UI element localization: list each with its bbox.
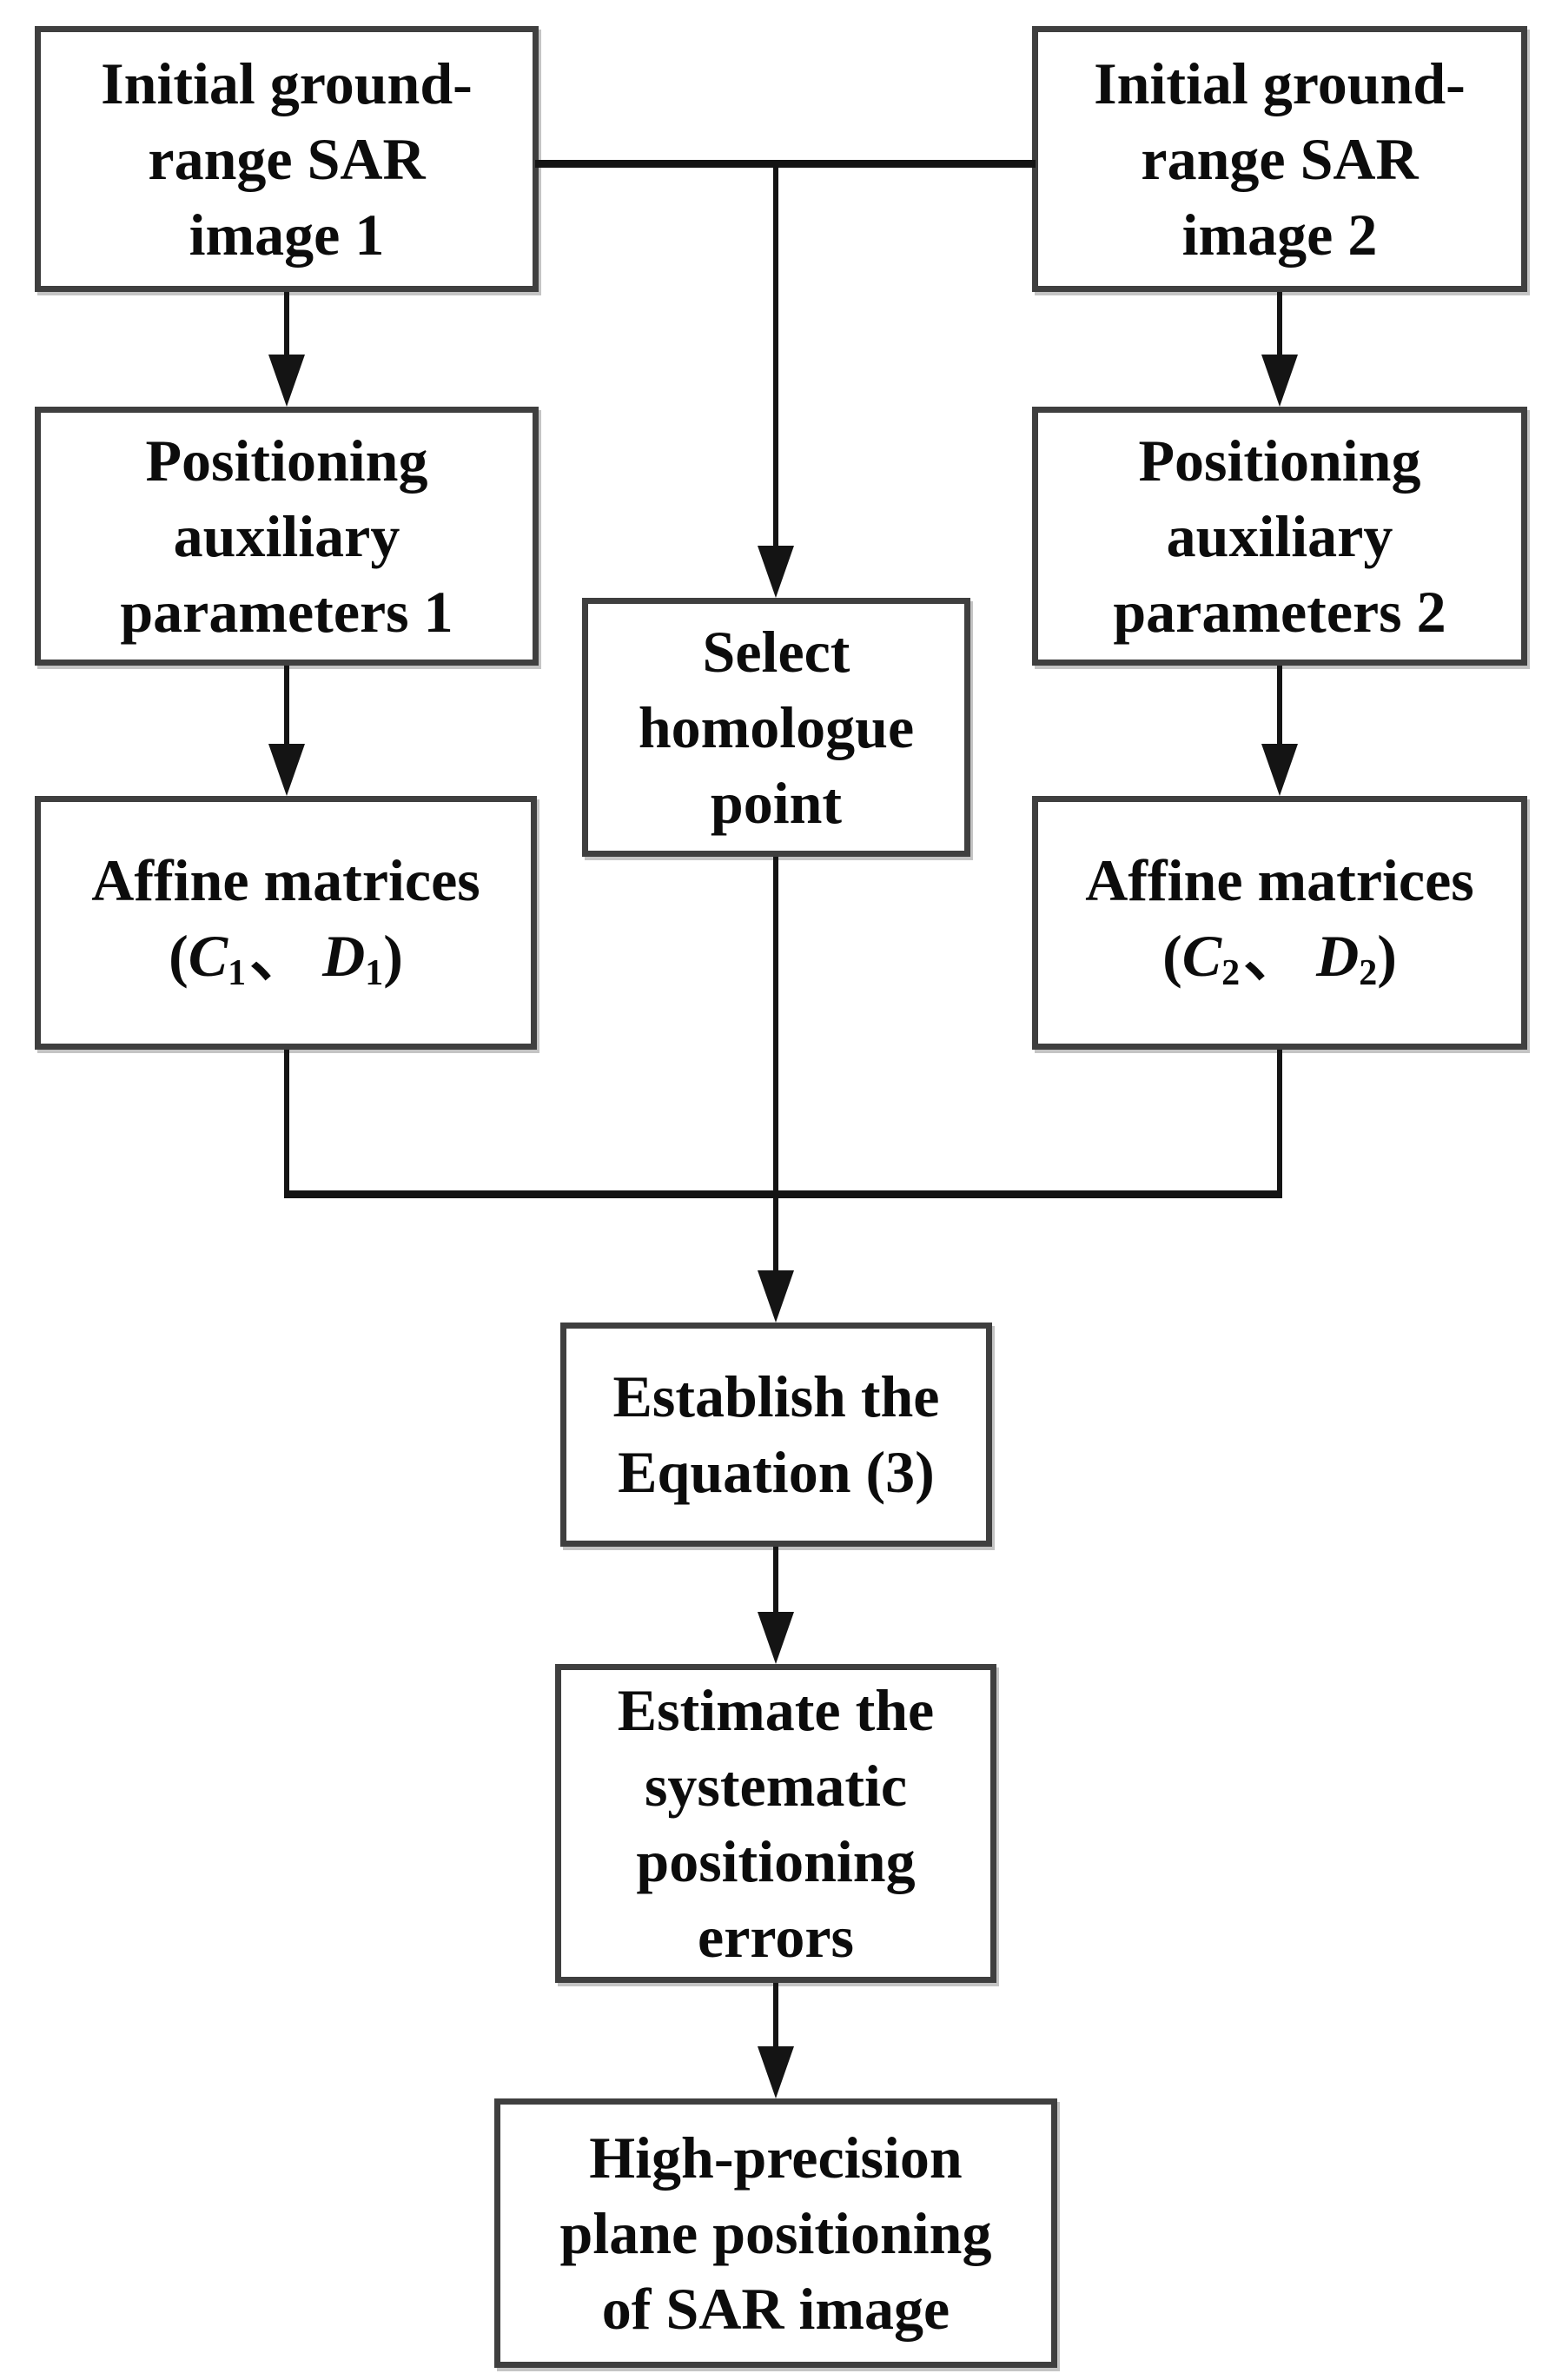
text-line: systematic [644, 1752, 908, 1819]
arrowhead-into-affine2 [1261, 744, 1298, 796]
subscript: 1 [228, 953, 247, 993]
text-line: image 1 [189, 201, 385, 268]
arrowhead-into-estimate [758, 1612, 794, 1664]
text-line: auxiliary [1166, 502, 1393, 569]
text-line: image 2 [1181, 201, 1378, 268]
box-affine-matrices-1: Affine matrices (C1、D1) [35, 796, 537, 1050]
connector-select-down [773, 857, 778, 1274]
text-line: Estimate the [617, 1676, 935, 1743]
matrix-var-d: D [1316, 923, 1360, 989]
connector-merge-bar [284, 1190, 1282, 1198]
arrowhead-into-affine1 [268, 744, 305, 796]
arrowhead-into-establish [758, 1270, 794, 1323]
text-line: Equation (3) [618, 1439, 935, 1505]
arrow-estimate-to-result-stem [773, 1983, 778, 2051]
arrow-sar2-to-params2-stem [1277, 292, 1282, 361]
box-positioning-auxiliary-parameters-2: Positioning auxiliary parameters 2 [1032, 407, 1527, 666]
text-line: auxiliary [173, 502, 400, 569]
box-select-homologue-point: Select homologue point [582, 598, 970, 857]
arrow-sar1-to-params1-stem [284, 292, 289, 361]
matrix-var-c: C [1181, 923, 1222, 989]
text-line: parameters 1 [120, 578, 453, 645]
box-affine-matrices-2: Affine matrices (C2、D2) [1032, 796, 1527, 1050]
paren-close: ) [1377, 923, 1397, 989]
paren-close: ) [383, 923, 403, 989]
text-line: range SAR [1141, 125, 1419, 192]
text-line: homologue [638, 693, 915, 760]
box-initial-sar-image-2: Initial ground- range SAR image 2 [1032, 26, 1527, 292]
text-line: range SAR [148, 125, 426, 192]
connector-affine2-down [1277, 1050, 1282, 1194]
connector-affine1-down [284, 1050, 289, 1194]
text-line: point [710, 769, 843, 836]
arrow-params1-to-affine1-stem [284, 666, 289, 748]
text-line: Establish the [612, 1363, 940, 1429]
arrowhead-into-result [758, 2046, 794, 2098]
arrow-establish-to-estimate-stem [773, 1547, 778, 1616]
math-line: (C1、D1) [169, 918, 403, 1003]
text-line: Initial ground- [101, 50, 473, 116]
paren-open: ( [169, 923, 189, 989]
ideographic-comma: 、 [1243, 923, 1303, 989]
subscript: 1 [365, 953, 384, 993]
arrowhead-into-params1 [268, 355, 305, 407]
text-line: Initial ground- [1094, 50, 1466, 116]
subscript: 2 [1221, 953, 1241, 993]
text-line: Positioning [145, 427, 428, 494]
connector-to-select-stem [773, 160, 778, 553]
box-establish-equation-3: Establish the Equation (3) [560, 1323, 992, 1547]
text-line: Affine matrices [91, 847, 480, 913]
connector-sar1-sar2-bar [535, 160, 1036, 168]
matrix-var-c: C [188, 923, 228, 989]
text-line: of SAR image [601, 2275, 950, 2342]
arrowhead-into-params2 [1261, 355, 1298, 407]
text-line: plane positioning [559, 2199, 992, 2266]
text-line: Positioning [1138, 427, 1421, 494]
subscript: 2 [1359, 953, 1378, 993]
ideographic-comma: 、 [249, 923, 309, 989]
matrix-var-d: D [322, 923, 366, 989]
paren-open: ( [1162, 923, 1182, 989]
text-line: Select [702, 618, 850, 685]
text-line: Affine matrices [1085, 847, 1474, 913]
text-line: errors [698, 1903, 854, 1970]
math-line: (C2、D2) [1162, 918, 1397, 1003]
text-line: positioning [636, 1827, 916, 1894]
text-line: parameters 2 [1113, 578, 1446, 645]
box-high-precision-plane-positioning: High-precision plane positioning of SAR … [494, 2098, 1057, 2368]
box-positioning-auxiliary-parameters-1: Positioning auxiliary parameters 1 [35, 407, 539, 666]
text-line: High-precision [589, 2124, 963, 2191]
box-initial-sar-image-1: Initial ground- range SAR image 1 [35, 26, 539, 292]
arrow-params2-to-affine2-stem [1277, 666, 1282, 748]
box-estimate-systematic-positioning-errors: Estimate the systematic positioning erro… [555, 1664, 996, 1983]
arrowhead-into-select [758, 546, 794, 598]
